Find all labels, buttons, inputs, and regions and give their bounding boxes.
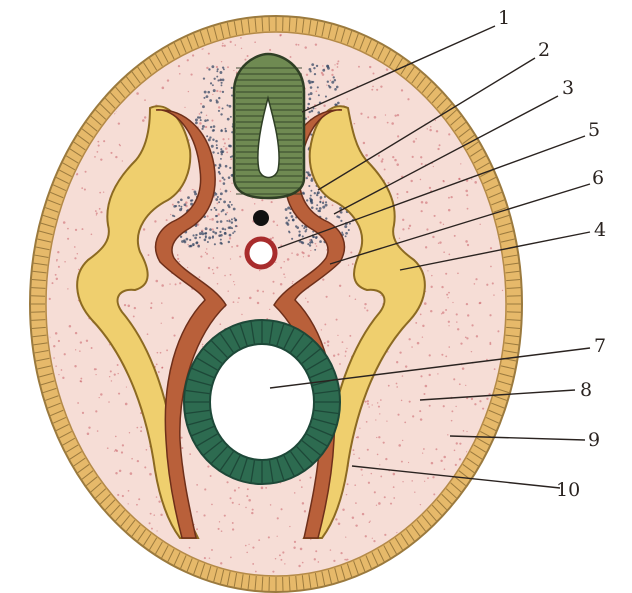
gut-tube <box>184 320 340 484</box>
label-5: 5 <box>588 119 600 141</box>
neural-tube <box>234 54 304 198</box>
dorsal-aorta <box>247 239 275 267</box>
label-2: 2 <box>538 39 550 61</box>
label-6: 6 <box>592 167 604 189</box>
label-8: 8 <box>580 379 592 401</box>
label-7: 7 <box>594 335 606 357</box>
label-3: 3 <box>562 77 574 99</box>
notochord <box>253 210 269 226</box>
label-10: 10 <box>556 479 580 501</box>
label-4: 4 <box>594 219 606 241</box>
label-9: 9 <box>588 429 600 451</box>
label-1: 1 <box>498 7 510 29</box>
gut-lumen <box>210 344 314 460</box>
